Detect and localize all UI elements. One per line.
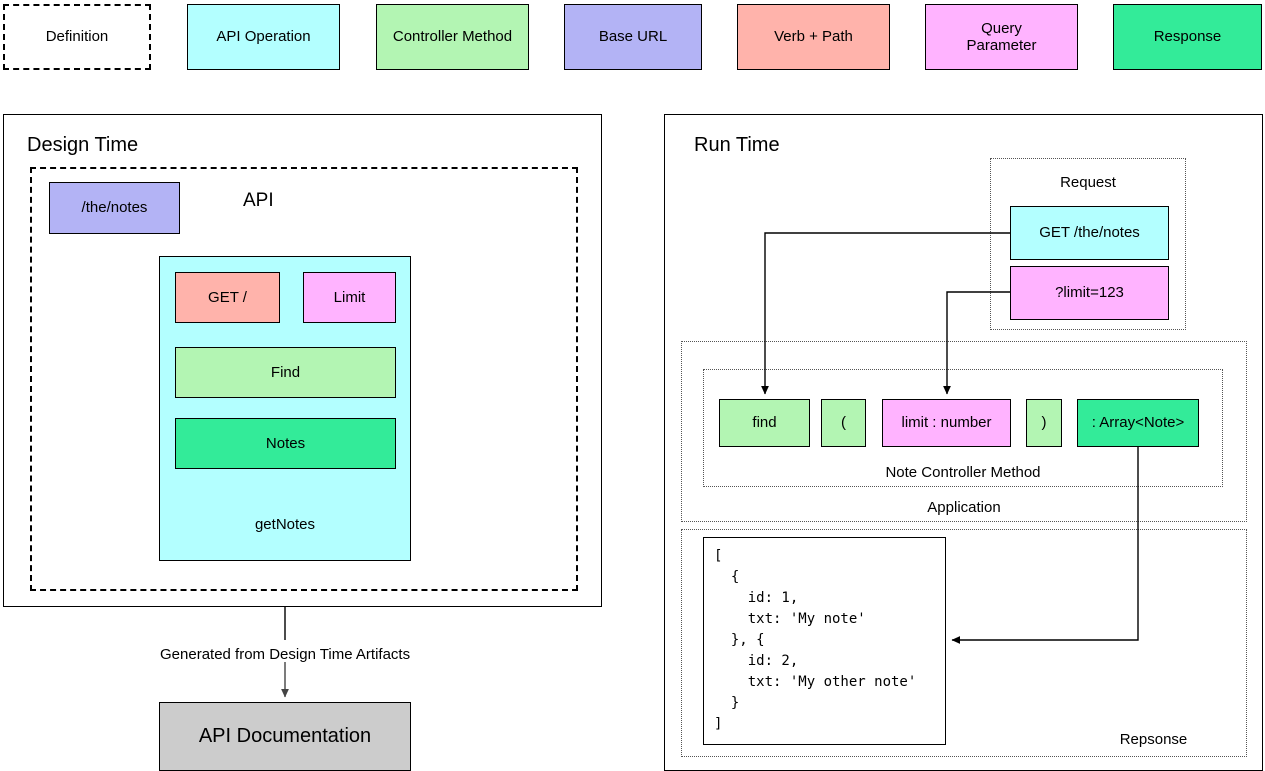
controller-token-label: limit : number — [901, 414, 992, 432]
legend-label: Response — [1153, 28, 1222, 46]
controller-token-find: find — [719, 399, 810, 447]
controller-token-label: find — [752, 414, 777, 432]
design-verb-path-box: GET / — [175, 272, 280, 323]
design-controller-method-label: Find — [270, 363, 301, 381]
api-label: API — [243, 190, 274, 211]
design-base-url-box: /the/notes — [49, 182, 180, 234]
design-query-param-label: Limit — [333, 288, 366, 306]
application-region-label: Application — [927, 499, 1001, 516]
legend-item-query-parameter: Query Parameter — [925, 4, 1078, 70]
legend-item-api-operation: API Operation — [187, 4, 340, 70]
legend-item-response: Response — [1113, 4, 1262, 70]
request-region-label: Request — [1060, 174, 1116, 191]
legend-item-definition: Definition — [3, 4, 151, 70]
controller-token-label: ( — [841, 414, 846, 432]
response-region-label: Repsonse — [1119, 731, 1188, 748]
legend-label: Query Parameter — [966, 19, 1037, 54]
api-definition-region — [30, 167, 578, 591]
note-controller-method-label: Note Controller Method — [885, 464, 1041, 481]
legend-label: API Operation — [216, 28, 311, 46]
legend-label: Base URL — [598, 28, 668, 46]
legend-label: Verb + Path — [774, 28, 853, 46]
request-verb-path-label: GET /the/notes — [1039, 224, 1140, 242]
controller-token-label: : Array<Note> — [1091, 414, 1185, 432]
design-verb-path-label: GET / — [208, 288, 247, 306]
controller-token-array-note: : Array<Note> — [1077, 399, 1199, 447]
run-time-title: Run Time — [694, 134, 780, 156]
design-response-box: Notes — [175, 418, 396, 469]
legend-label: Controller Method — [392, 28, 513, 46]
design-operation-name-label: getNotes — [254, 516, 316, 533]
api-documentation-label: API Documentation — [198, 725, 372, 747]
legend-item-verb-path: Verb + Path — [737, 4, 890, 70]
design-query-param-box: Limit — [303, 272, 396, 323]
response-body-code: [ { id: 1, txt: 'My note' }, { id: 2, tx… — [703, 537, 946, 745]
design-time-title: Design Time — [27, 134, 139, 156]
controller-token-limit-number: limit : number — [882, 399, 1011, 447]
request-query-param-label: ?limit=123 — [1055, 284, 1124, 302]
controller-token-open-paren: ( — [821, 399, 866, 447]
design-base-url-label: /the/notes — [81, 199, 148, 217]
legend-label: Definition — [45, 28, 109, 46]
request-query-param-box: ?limit=123 — [1010, 266, 1169, 320]
legend-item-base-url: Base URL — [564, 4, 702, 70]
design-controller-method-box: Find — [175, 347, 396, 398]
design-response-label: Notes — [265, 434, 306, 452]
request-verb-path-box: GET /the/notes — [1010, 206, 1169, 260]
api-documentation-box: API Documentation — [159, 702, 411, 771]
controller-token-label: ) — [1041, 414, 1047, 432]
controller-token-close-paren: ) — [1026, 399, 1062, 447]
generated-arrow-label: Generated from Design Time Artifacts — [160, 646, 411, 663]
legend-item-controller-method: Controller Method — [376, 4, 529, 70]
